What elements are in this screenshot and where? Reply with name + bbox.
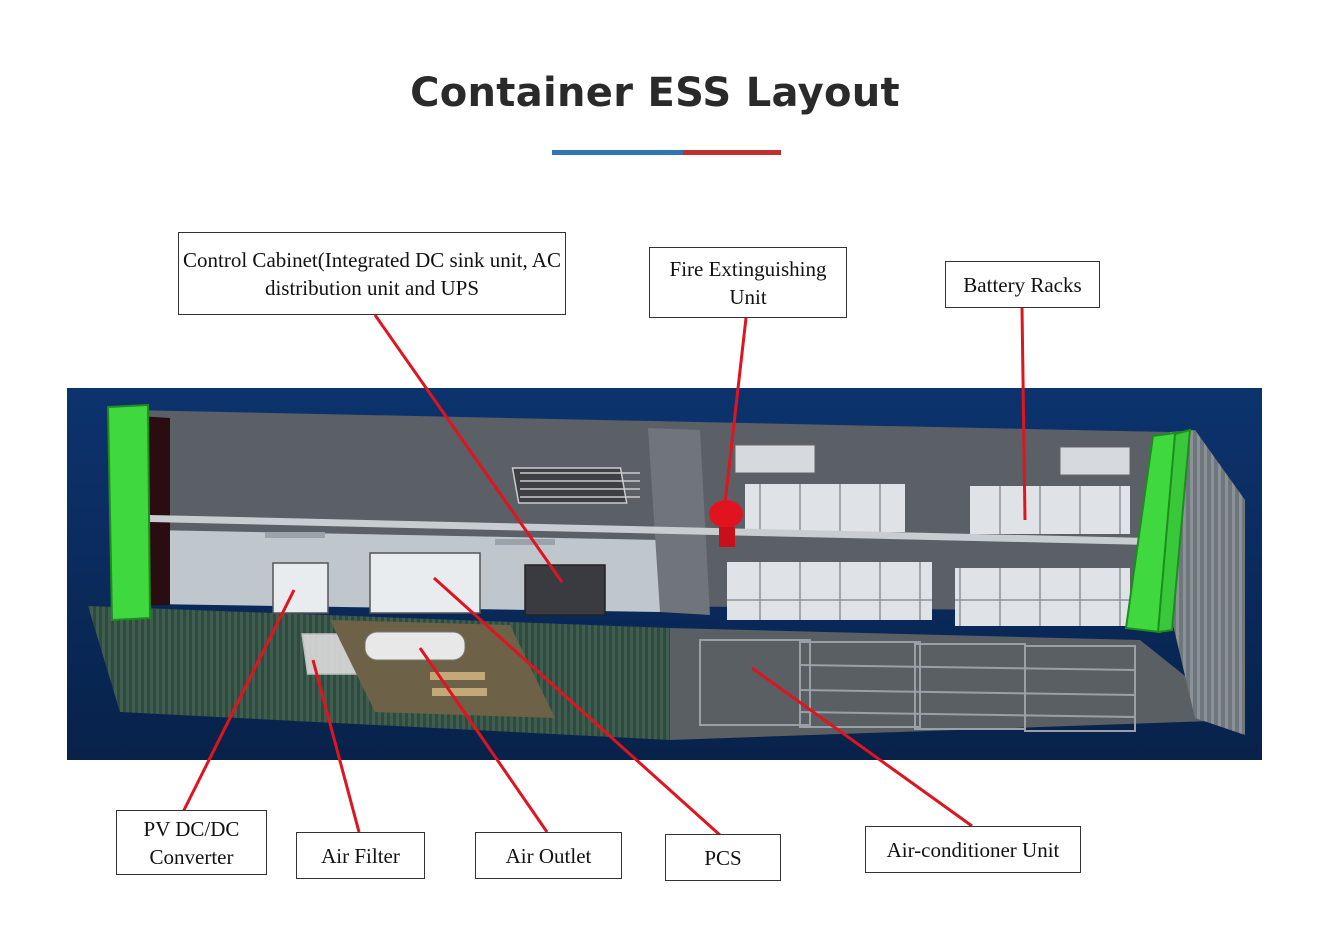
leader-pcs — [432, 576, 723, 838]
label-air-filter-text: Air Filter — [321, 843, 400, 868]
leader-fire-extinguishing — [722, 317, 748, 513]
label-control-cabinet-text: Control Cabinet(Integrated DC sink unit,… — [183, 247, 561, 300]
label-pcs: PCS — [665, 834, 781, 881]
label-fire-extinguishing: Fire Extinguishing Unit — [649, 247, 847, 318]
right-end-wall — [1170, 430, 1245, 735]
fire-extinguisher-unit — [709, 500, 743, 547]
title-underline-red — [683, 150, 781, 155]
label-battery-racks-text: Battery Racks — [963, 272, 1082, 297]
page-title: Container ESS Layout — [410, 70, 900, 116]
label-air-conditioner-text: Air-conditioner Unit — [886, 837, 1060, 862]
label-air-conditioner: Air-conditioner Unit — [865, 826, 1081, 873]
label-fire-extinguishing-text: Fire Extinguishing Unit — [669, 256, 827, 309]
battery-rack-groups — [727, 444, 1131, 626]
leader-control-cabinet — [373, 314, 564, 583]
label-air-outlet-text: Air Outlet — [505, 843, 592, 868]
label-pcs-text: PCS — [704, 845, 742, 870]
label-battery-racks: Battery Racks — [945, 261, 1100, 308]
label-pv-dcdc: PV DC/DC Converter — [116, 810, 267, 875]
label-pv-dcdc-text: PV DC/DC Converter — [143, 816, 240, 869]
label-air-outlet: Air Outlet — [475, 832, 622, 879]
floor-frames — [699, 639, 1136, 732]
left-room-equipment — [265, 532, 606, 616]
air-outlet-plate — [330, 620, 555, 718]
top-rail — [150, 515, 1150, 545]
label-control-cabinet: Control Cabinet(Integrated DC sink unit,… — [178, 232, 566, 315]
leader-air-outlet — [418, 647, 549, 833]
label-air-filter: Air Filter — [296, 832, 425, 879]
leader-battery-racks — [1020, 307, 1027, 521]
leader-air-conditioner — [751, 666, 973, 828]
leader-lines — [181, 307, 1027, 838]
leader-pv-dcdc — [181, 589, 296, 813]
leader-air-filter — [311, 659, 361, 833]
title-underline-blue — [552, 150, 683, 155]
container-end-frames — [106, 403, 1192, 634]
